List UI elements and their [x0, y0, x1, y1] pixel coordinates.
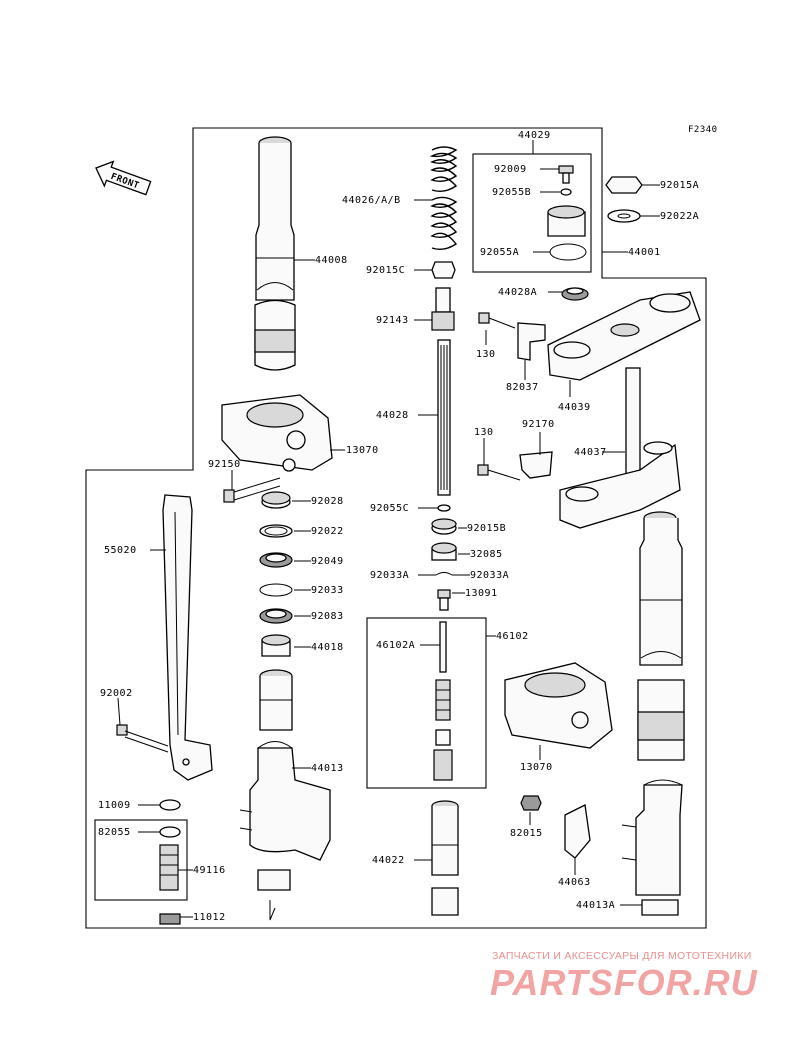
nut-82015	[520, 795, 542, 811]
spring-44026	[429, 146, 458, 251]
assembly-frame	[85, 127, 707, 929]
fork-outer-tube-left	[239, 669, 331, 921]
nut-92015C	[431, 261, 456, 279]
fork-guard-55020	[162, 494, 213, 781]
clamp-44063	[564, 804, 591, 859]
label-92015C: 92015C	[366, 265, 405, 276]
label-44001: 44001	[628, 247, 661, 258]
label-11012: 11012	[193, 912, 226, 923]
clamp-92170	[519, 451, 553, 479]
cap-11012	[159, 913, 181, 925]
label-92002: 92002	[100, 688, 133, 699]
washer-92022A	[607, 209, 641, 223]
watermark-tagline: ЗАПЧАСТИ И АКСЕССУАРЫ ДЛЯ МОТОТЕХНИКИ	[492, 950, 752, 962]
label-92055B: 92055B	[492, 187, 531, 198]
label-44008: 44008	[315, 255, 348, 266]
cylinder-44022	[431, 800, 459, 916]
front-arrow-icon: FRONT	[95, 160, 152, 196]
label-44037: 44037	[574, 447, 607, 458]
label-92143: 92143	[376, 315, 409, 326]
label-92049: 92049	[311, 556, 344, 567]
fork-tube-right	[621, 511, 685, 916]
label-13070-left: 13070	[346, 445, 379, 456]
label-44039: 44039	[558, 402, 591, 413]
label-55020: 55020	[104, 545, 137, 556]
bushing-32085	[431, 542, 457, 561]
label-92033: 92033	[311, 585, 344, 596]
lower-bracket-right	[504, 662, 613, 749]
label-44018: 44018	[311, 642, 344, 653]
label-44063: 44063	[558, 877, 591, 888]
label-92009: 92009	[494, 164, 527, 175]
watermark-logo: PARTSFOR.RU	[490, 962, 758, 1003]
label-92033A-left: 92033A	[370, 570, 409, 581]
seal-stack-left	[259, 491, 293, 657]
label-92055A: 92055A	[480, 247, 519, 258]
label-44013A: 44013A	[576, 900, 615, 911]
bolt-13091	[437, 589, 451, 611]
label-92028: 92028	[311, 496, 344, 507]
label-44013: 44013	[311, 763, 344, 774]
figure-code: F2340	[688, 125, 718, 135]
bolt-130-upper	[478, 312, 516, 329]
oring-92055C	[437, 504, 451, 512]
bolt-92150	[223, 477, 281, 503]
label-32085: 32085	[470, 549, 503, 560]
label-82015: 82015	[510, 828, 543, 839]
label-92150: 92150	[208, 459, 241, 470]
label-13070-right: 13070	[520, 762, 553, 773]
label-92022: 92022	[311, 526, 344, 537]
leader-lines	[117, 140, 660, 918]
bolt-130-lower	[477, 464, 521, 481]
label-44029: 44029	[518, 130, 551, 141]
cartridge-46102	[433, 621, 453, 781]
label-11009: 11009	[98, 800, 131, 811]
label-92015A: 92015A	[660, 180, 699, 191]
lower-bracket-left	[221, 394, 333, 472]
label-92022A: 92022A	[660, 211, 699, 222]
fork-inner-tube-left	[254, 136, 296, 371]
valve-subframe	[94, 819, 188, 901]
upper-clamp-44039	[547, 291, 701, 381]
label-92055C: 92055C	[370, 503, 409, 514]
label-46102A: 46102A	[376, 640, 415, 651]
cap-bolt-subframe	[472, 153, 592, 273]
label-13091: 13091	[465, 588, 498, 599]
screw-92002	[116, 724, 169, 753]
clip-92033A	[435, 572, 453, 576]
cartridge-subframe	[366, 617, 487, 789]
damper-rod-44028	[437, 339, 451, 496]
label-82037: 82037	[506, 382, 539, 393]
nut-92015A	[605, 176, 643, 194]
collar-92143	[431, 287, 455, 331]
lower-clamp-44037	[559, 367, 681, 529]
cap-assembly-44029	[547, 165, 587, 261]
label-44028: 44028	[376, 410, 409, 421]
clamp-82037	[517, 322, 546, 361]
oring-82055	[159, 826, 181, 838]
label-92033A-right: 92033A	[470, 570, 509, 581]
label-92083: 92083	[311, 611, 344, 622]
cap-44028A	[561, 287, 589, 301]
label-130-lower: 130	[474, 427, 494, 438]
label-49116: 49116	[193, 865, 226, 876]
oring-11009	[159, 799, 181, 811]
label-44028A: 44028A	[498, 287, 537, 298]
label-82055: 82055	[98, 827, 131, 838]
valve-49116	[159, 844, 179, 891]
label-130-upper: 130	[476, 349, 496, 360]
label-46102: 46102	[496, 631, 529, 642]
label-44022: 44022	[372, 855, 405, 866]
label-44026: 44026/A/B	[342, 195, 401, 206]
label-92170: 92170	[522, 419, 555, 430]
label-92015B: 92015B	[467, 523, 506, 534]
ring-92015B	[431, 518, 457, 535]
